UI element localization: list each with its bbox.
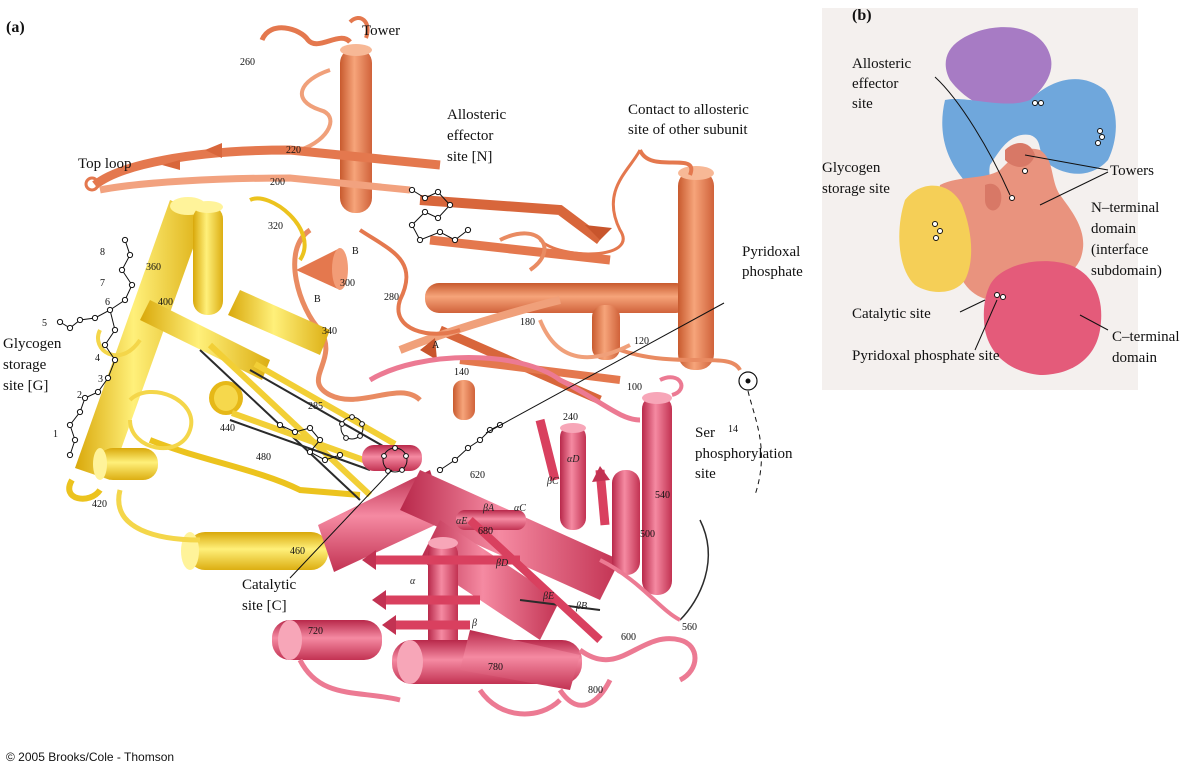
residue-label: 340 [322,326,337,337]
pyridoxal-leader [485,302,725,434]
residue-label: 285 [308,401,323,412]
residue-label: 560 [682,622,697,633]
ss-label: αC [514,503,526,514]
strand-letter: B [352,246,359,257]
residue-label: 240 [563,412,578,423]
glycogen-unit-label: 7 [100,278,105,289]
ss-label: βC [546,476,559,487]
residue-label: 100 [627,382,642,393]
residue-label: 680 [478,526,493,537]
residue-label: 540 [655,490,670,501]
ss-label: βD [495,558,509,569]
glycogen-unit-label: 3 [98,374,103,385]
panel-a-tag: (a) [6,19,25,36]
ser14-site-marker [738,371,762,496]
residue-label: 200 [270,177,285,188]
residue-numbers: 260 220 200 320 360 400 300 280 180 340 … [92,57,697,696]
residue-label: 620 [470,470,485,481]
c-terminal-domain [272,355,709,717]
residue-label: 600 [621,632,636,643]
label-allosteric-effector: Allosteric effector site [N] [447,107,510,165]
label-top-loop: Top loop [78,156,132,172]
residue-label: 480 [256,452,271,463]
label-b-catalytic-site: Catalytic site [852,306,931,322]
panel-b-leaders [934,76,1109,351]
residue-label: 780 [488,662,503,673]
label-b-allosteric-effector: Allosteric effector site [852,56,915,112]
residue-label: 800 [588,685,603,696]
label-b-pyridoxal-phosphate-site: Pyridoxal phosphate site [852,348,1000,364]
glycogen-unit-label: 2 [77,390,82,401]
label-contact-allosteric: Contact to allosteric site of other subu… [628,102,753,138]
glycogen-unit-label: 6 [105,297,110,308]
label-glycogen-storage-site: Glycogen storage site [G] [3,336,65,394]
label-pyridoxal-phosphate: Pyridoxal phosphate [742,244,804,280]
ss-label: βB [575,601,587,612]
glycogen-unit-numbers: 8 7 6 5 4 3 2 1 [42,247,110,440]
residue-label: 300 [340,278,355,289]
residue-label: 280 [384,292,399,303]
glycogen-unit-label: 4 [95,353,100,364]
strand-letter: B [314,294,321,305]
site-markers-b [932,100,1105,300]
glycogen-storage-domain [66,196,397,570]
purple-domain [945,27,1052,111]
label-ser-phosphorylation: Ser 14 phosphorylation site [695,420,796,482]
strand-letter: A [432,340,440,351]
label-b-n-terminal-domain: N–terminal domain (interface subdomain) [1091,200,1163,279]
residue-label: 360 [146,262,161,273]
domain-schematic [899,27,1116,375]
residue-label: 720 [308,626,323,637]
glycogen-unit-label: 8 [100,247,105,258]
ss-label: β [471,618,477,629]
glycogen-unit-label: 1 [53,429,58,440]
ss-label: βE [542,591,554,602]
copyright-notice: © 2005 Brooks/Cole - Thomson [6,750,174,764]
secondary-structure-labels: αD βC βA αC αE βD α βE βB β [410,454,587,629]
panel-a-structure [56,16,762,717]
residue-label: 220 [286,145,301,156]
ligand-structures [56,186,504,474]
residue-label: 460 [290,546,305,557]
label-tower: Tower [362,23,400,39]
residue-label: 120 [634,336,649,347]
label-b-c-terminal-domain: C–terminal domain [1112,329,1183,366]
residue-label: 420 [92,499,107,510]
n-right-helix [678,170,714,370]
ss-label: βA [482,503,495,514]
residue-label: 440 [220,423,235,434]
panel-a-labels: (a) Tower Allosteric effector site [N] C… [3,19,804,696]
c-terminal-domain-schematic [983,261,1102,375]
residue-label: 140 [454,367,469,378]
panel-b-tag: (b) [852,7,872,24]
panel-b: (b) [822,7,1183,390]
ss-label: αE [456,516,467,527]
glycogen-unit-label: 5 [42,318,47,329]
label-b-glycogen-storage: Glycogen storage site [822,160,890,197]
residue-label: 180 [520,317,535,328]
residue-label: 500 [640,529,655,540]
ss-label: α [410,576,416,587]
catalytic-leader [289,469,393,579]
label-b-towers: Towers [1110,163,1154,179]
residue-label: 400 [158,297,173,308]
label-catalytic-site: Catalytic site [C] [242,577,300,614]
ss-label: αD [567,454,580,465]
tower-helix [340,48,372,213]
residue-label: 260 [240,57,255,68]
residue-label: 320 [268,221,283,232]
